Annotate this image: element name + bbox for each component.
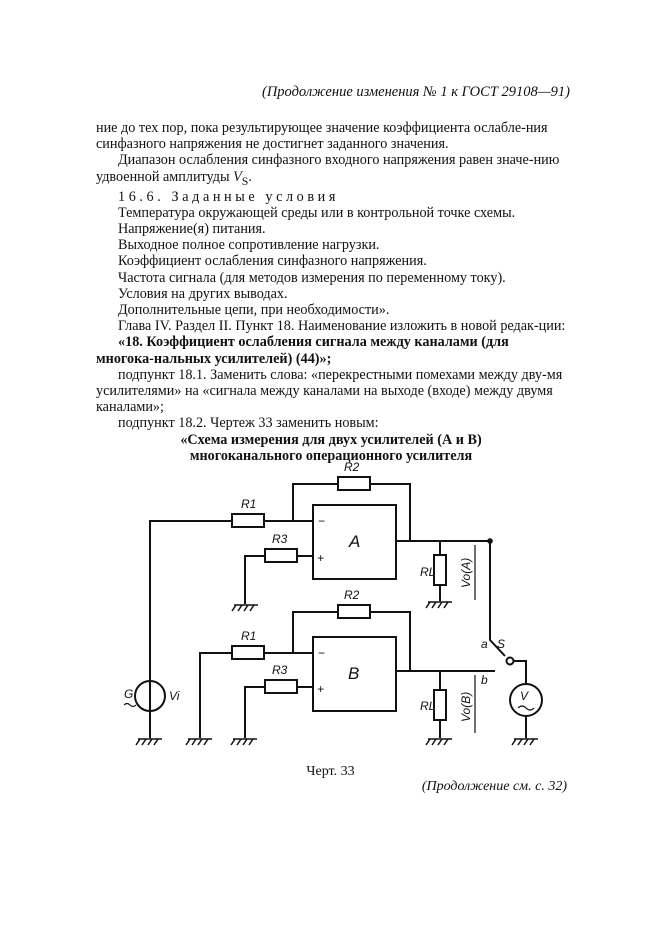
ground-icon bbox=[511, 738, 538, 746]
switch-label-s: S bbox=[497, 637, 505, 651]
ground-icon bbox=[185, 738, 212, 746]
amp-a-label: A bbox=[348, 532, 360, 551]
label-r2-top: R2 bbox=[344, 460, 360, 474]
symbol-sub: S bbox=[241, 173, 249, 188]
resistor-r1-bottom bbox=[231, 645, 265, 660]
amp-b-plus: + bbox=[317, 682, 324, 696]
page-footer: (Продолжение см. с. 32) bbox=[421, 779, 567, 794]
figure-caption: Черт. 33 bbox=[306, 764, 355, 779]
label-r1-top: R1 bbox=[241, 497, 256, 511]
resistor-r2-top bbox=[337, 476, 371, 491]
label-r2-bottom: R2 bbox=[344, 588, 360, 602]
switch-contact bbox=[505, 656, 515, 666]
page-header: (Продолжение изменения № 1 к ГОСТ 29108—… bbox=[261, 84, 570, 100]
resistor-rl-a bbox=[433, 554, 447, 586]
label-vo-a: Vo(A) bbox=[459, 558, 473, 588]
label-rl-a: RL bbox=[420, 565, 435, 579]
paragraph: Диапазон ослабления синфазного входного … bbox=[96, 152, 566, 188]
resistor-rl-b bbox=[433, 689, 447, 721]
resistor-r1-top bbox=[231, 513, 265, 528]
paragraph: ние до тех пор, пока результирующее знач… bbox=[96, 120, 548, 153]
ground-icon bbox=[231, 604, 258, 612]
paragraph: Температура окружающей среды или в контр… bbox=[118, 204, 516, 221]
label-vo-b: Vo(B) bbox=[459, 692, 473, 722]
symbol-v: V bbox=[233, 168, 242, 185]
paragraph: подпункт 18.2. Чертеж 33 заменить новым: bbox=[118, 415, 379, 432]
paragraph: Дополнительные цепи, при необходимости». bbox=[118, 302, 390, 319]
amp-a-minus: − bbox=[318, 514, 325, 528]
voltmeter-v-symbol: V bbox=[520, 689, 529, 703]
paragraph: Коэффициент ослабления синфазного напряж… bbox=[118, 253, 427, 270]
switch-label-b: b bbox=[481, 673, 488, 687]
resistor-r2-bottom bbox=[337, 604, 371, 619]
label-vi: Vi bbox=[169, 689, 180, 703]
paragraph-text: . bbox=[248, 168, 252, 185]
amp-a-plus: + bbox=[317, 551, 324, 565]
ground-icon bbox=[425, 738, 452, 746]
ground-icon bbox=[425, 601, 452, 609]
label-r1-bottom: R1 bbox=[241, 629, 256, 643]
paragraph: Напряжение(я) питания. bbox=[118, 221, 266, 238]
label-generator: G bbox=[124, 687, 133, 701]
ground-icon bbox=[135, 738, 162, 746]
paragraph: Глава IV. Раздел II. Пункт 18. Наименова… bbox=[118, 318, 566, 335]
paragraph: подпункт 18.1. Заменить слова: «перекрес… bbox=[96, 366, 563, 416]
paragraph: Выходное полное сопротивление нагрузки. bbox=[118, 237, 380, 254]
amp-b-label: B bbox=[348, 664, 359, 683]
paragraph: Частота сигнала (для методов измерения п… bbox=[118, 269, 506, 286]
amp-b-minus: − bbox=[318, 646, 325, 660]
ground-icon bbox=[230, 738, 257, 746]
label-rl-b: RL bbox=[420, 699, 435, 713]
paragraph-text: Диапазон ослабления синфазного входного … bbox=[96, 152, 560, 185]
label-r3-bottom: R3 bbox=[272, 663, 288, 677]
amplifier-b bbox=[312, 636, 397, 712]
figure-title: «Схема измерения для двух усилителей (А … bbox=[180, 431, 482, 464]
label-r3-top: R3 bbox=[272, 532, 288, 546]
switch-label-a: a bbox=[481, 637, 488, 651]
section-heading: 16.6. Заданные условия bbox=[118, 188, 339, 205]
paragraph: Условия на других выводах. bbox=[118, 285, 288, 302]
body-text: ние до тех пор, пока результирующее знач… bbox=[96, 120, 566, 464]
bold-heading: «18. Коэффициент ослабления сигнала межд… bbox=[96, 334, 509, 367]
resistor-r3-bottom bbox=[264, 679, 298, 694]
resistor-r3-top bbox=[264, 548, 298, 563]
